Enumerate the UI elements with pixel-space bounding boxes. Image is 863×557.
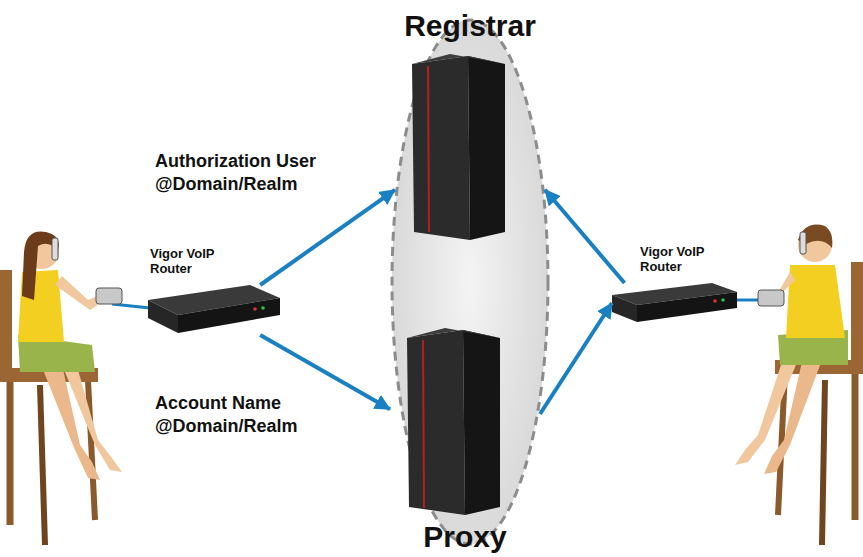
device-label: Vigor VoIP Router <box>640 245 722 275</box>
signal-arrow <box>540 303 612 414</box>
man-on-phone <box>735 225 863 545</box>
server-heading: Proxy <box>350 520 580 553</box>
woman-on-phone <box>0 231 122 545</box>
proxy-node: Proxy <box>390 320 540 555</box>
edge-label: Authorization User @Domain/Realm <box>155 150 370 197</box>
router-device <box>612 283 737 322</box>
server-heading: Registrar <box>355 9 585 42</box>
edge-label: Account Name @Domain/Realm <box>155 392 370 439</box>
device-label: Vigor VoIP Router <box>150 247 232 277</box>
phone-wire <box>112 304 150 308</box>
signal-arrow <box>260 190 395 285</box>
network-cloud <box>392 20 548 544</box>
signal-arrow <box>545 190 625 283</box>
router-device <box>148 285 280 333</box>
proxy-server <box>407 328 500 515</box>
registrar-node: Registrar <box>395 5 545 245</box>
router-node: Vigor VoIP Router <box>612 283 737 323</box>
registrar-server <box>412 54 505 240</box>
router-node: Vigor VoIP Router <box>148 285 280 335</box>
